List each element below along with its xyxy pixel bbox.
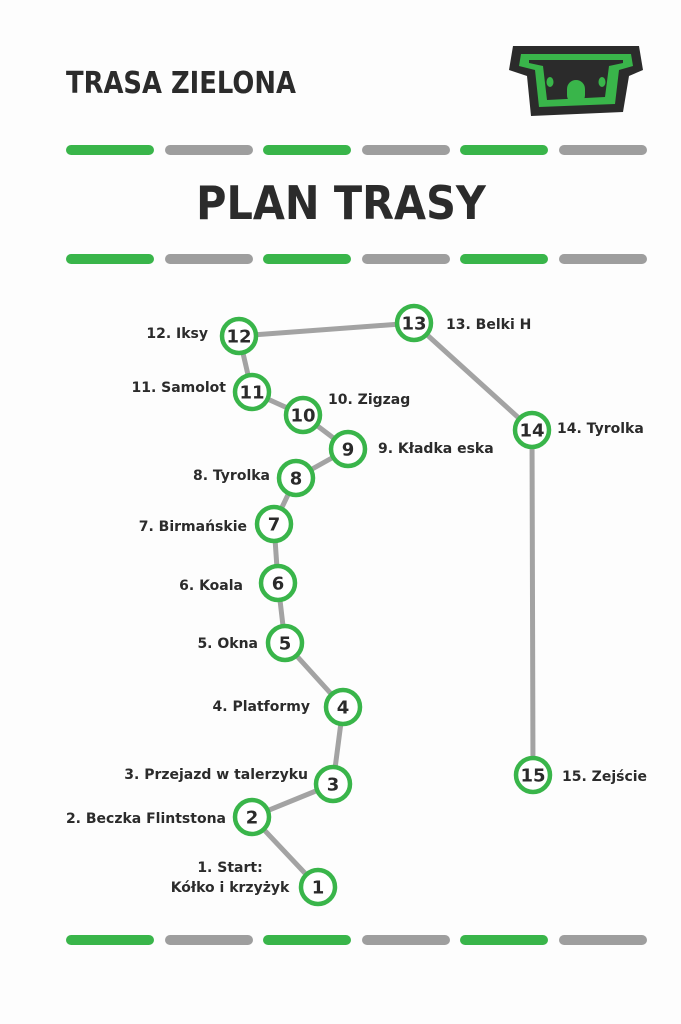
plan-title-text: PLAN TRASY bbox=[195, 176, 486, 230]
station-number: 5 bbox=[279, 634, 292, 655]
station-circle bbox=[265, 623, 305, 663]
station-circle bbox=[258, 563, 298, 603]
station-label: 4. Platformy bbox=[213, 699, 310, 715]
station-number: 9 bbox=[342, 440, 355, 461]
plan-title: PLAN TRASY bbox=[0, 176, 681, 230]
divider-dash-gray bbox=[361, 145, 450, 155]
station-label: Kółko i krzyżyk bbox=[171, 880, 290, 896]
station-node: 1 1. Start: Kółko i krzyżyk bbox=[171, 860, 338, 907]
station-node: 15 15. Zejście bbox=[513, 755, 647, 795]
station-label: 10. Zigzag bbox=[328, 392, 410, 408]
station-number: 10 bbox=[290, 406, 315, 427]
divider-dash-gray bbox=[361, 254, 450, 264]
divider-dash-gray bbox=[361, 935, 450, 945]
station-node: 4 4. Platformy bbox=[213, 687, 363, 727]
station-node: 5 5. Okna bbox=[197, 623, 305, 663]
station-circle bbox=[298, 867, 338, 907]
koala-icon bbox=[509, 46, 643, 116]
divider-dash-green bbox=[263, 935, 351, 945]
station-circle bbox=[328, 429, 368, 469]
station-node: 7 7. Birmańskie bbox=[139, 504, 294, 544]
station-node: 2 2. Beczka Flintstona bbox=[66, 797, 272, 837]
station-label: 8. Tyrolka bbox=[193, 468, 270, 484]
station-label: 9. Kładka eska bbox=[378, 441, 494, 457]
station-circle bbox=[313, 764, 353, 804]
divider-dash-green bbox=[460, 145, 548, 155]
divider-dash-gray bbox=[558, 254, 647, 264]
station-label: 14. Tyrolka bbox=[557, 421, 644, 437]
station-label: 2. Beczka Flintstona bbox=[66, 811, 226, 827]
station-label: 11. Samolot bbox=[131, 380, 226, 396]
station-circle bbox=[323, 687, 363, 727]
route-connector bbox=[236, 320, 417, 339]
divider-dash-gray bbox=[558, 145, 647, 155]
station-number: 1 bbox=[312, 878, 325, 899]
divider-dash-gray bbox=[558, 935, 647, 945]
station-node: 13 13. Belki H bbox=[394, 303, 531, 343]
station-number: 3 bbox=[327, 775, 340, 796]
station-circle bbox=[232, 372, 272, 412]
station-label: 1. Start: bbox=[197, 860, 262, 876]
divider-dash-green bbox=[66, 145, 154, 155]
station-number: 11 bbox=[239, 383, 264, 404]
route-connector bbox=[411, 320, 535, 433]
station-number: 14 bbox=[519, 421, 544, 442]
station-node: 14 14. Tyrolka bbox=[512, 410, 644, 450]
station-label: 15. Zejście bbox=[562, 769, 647, 785]
station-label: 6. Koala bbox=[179, 578, 243, 594]
station-number: 4 bbox=[337, 698, 350, 719]
station-circle bbox=[254, 504, 294, 544]
station-circle bbox=[219, 316, 259, 356]
route-connector bbox=[529, 427, 536, 778]
station-circle bbox=[283, 395, 323, 435]
station-number: 6 bbox=[272, 574, 285, 595]
station-circle bbox=[394, 303, 434, 343]
divider-dash-green bbox=[460, 254, 548, 264]
route-name-title: TRASA ZIELONA bbox=[66, 66, 296, 101]
divider-dash-green bbox=[66, 254, 154, 264]
station-node: 10 10. Zigzag bbox=[283, 392, 410, 435]
station-circle bbox=[512, 410, 552, 450]
station-number: 15 bbox=[520, 766, 545, 787]
divider-dash-green bbox=[263, 254, 351, 264]
divider-dash-green bbox=[66, 935, 154, 945]
station-circle bbox=[276, 458, 316, 498]
station-label: 5. Okna bbox=[197, 636, 258, 652]
station-circle bbox=[513, 755, 553, 795]
station-number: 8 bbox=[290, 469, 303, 490]
station-label: 12. Iksy bbox=[146, 326, 208, 342]
divider-dash-gray bbox=[164, 935, 253, 945]
station-label: 7. Birmańskie bbox=[139, 519, 247, 535]
divider-dash-green bbox=[263, 145, 351, 155]
station-circle bbox=[232, 797, 272, 837]
station-node: 8 8. Tyrolka bbox=[193, 458, 316, 498]
station-label: 3. Przejazd w talerzyku bbox=[124, 767, 308, 783]
divider-dash-gray bbox=[164, 254, 253, 264]
station-node: 9 9. Kładka eska bbox=[328, 429, 494, 469]
divider-dash-green bbox=[460, 935, 548, 945]
station-number: 13 bbox=[401, 314, 426, 335]
station-node: 3 3. Przejazd w talerzyku bbox=[124, 764, 353, 804]
station-number: 2 bbox=[246, 808, 259, 829]
station-number: 12 bbox=[226, 327, 251, 348]
station-number: 7 bbox=[268, 515, 281, 536]
divider-dash-gray bbox=[164, 145, 253, 155]
station-node: 12 12. Iksy bbox=[146, 316, 259, 356]
station-label: 13. Belki H bbox=[446, 317, 531, 333]
station-node: 11 11. Samolot bbox=[131, 372, 272, 412]
station-node: 6 6. Koala bbox=[179, 563, 298, 603]
